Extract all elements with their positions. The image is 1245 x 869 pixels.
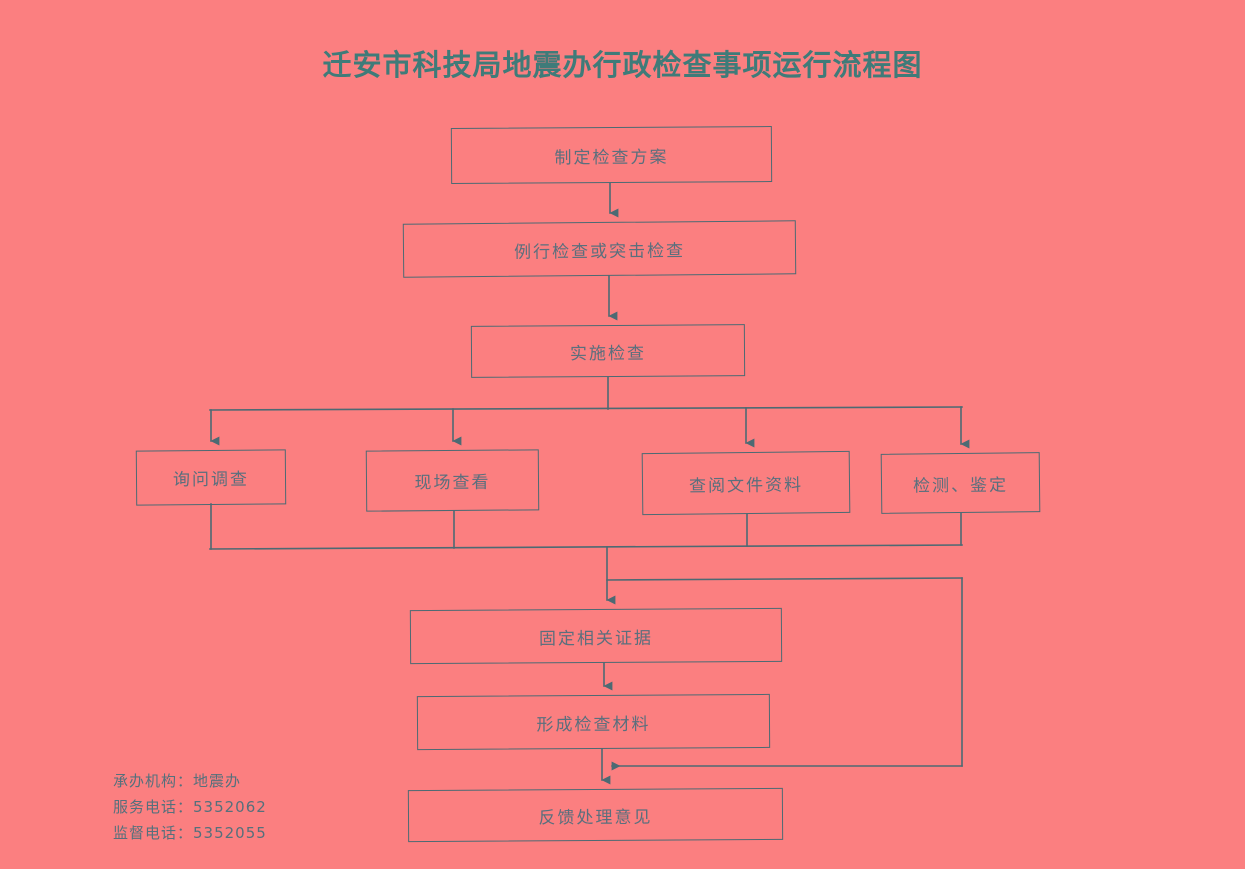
node-制定检查方案[interactable]: 制定检查方案 (450, 126, 773, 184)
node-label: 实施检查 (569, 343, 647, 364)
bypass-top (606, 577, 963, 581)
node-label: 例行检查或突击检查 (513, 240, 686, 263)
node-实施检查[interactable]: 实施检查 (470, 324, 746, 378)
node-固定相关证据[interactable]: 固定相关证据 (409, 607, 783, 665)
fan-out-bus (209, 406, 963, 411)
node-反馈处理意见[interactable]: 反馈处理意见 (407, 787, 784, 843)
node-label: 查阅文件资料 (688, 474, 804, 497)
node-查阅文件资料[interactable]: 查阅文件资料 (641, 450, 851, 516)
footer-line-agency: 承办机构：地震办 (113, 772, 242, 790)
node-label: 询问调查 (172, 469, 250, 491)
node-例行检查或突击检查[interactable]: 例行检查或突击检查 (402, 220, 797, 278)
node-形成检查材料[interactable]: 形成检查材料 (416, 693, 771, 751)
page-title: 迁安市科技局地震办行政检查事项运行流程图 (322, 48, 923, 82)
footer-line-supervision-phone: 监督电话：5352055 (113, 824, 267, 842)
node-label: 形成检查材料 (536, 714, 651, 735)
node-检测鉴定[interactable]: 检测、鉴定 (880, 452, 1041, 514)
node-label: 反馈处理意见 (538, 807, 653, 828)
node-label: 现场查看 (414, 472, 491, 494)
node-询问调查[interactable]: 询问调查 (135, 449, 287, 506)
node-label: 制定检查方案 (554, 147, 669, 168)
node-label: 检测、鉴定 (912, 475, 1009, 496)
node-label: 固定相关证据 (538, 628, 654, 649)
footer-contact-block: 承办机构：地震办 服务电话：5352062 监督电话：5352055 (113, 768, 267, 846)
merge-bus (209, 544, 963, 550)
node-现场查看[interactable]: 现场查看 (365, 449, 540, 512)
footer-line-service-phone: 服务电话：5352062 (113, 798, 267, 816)
